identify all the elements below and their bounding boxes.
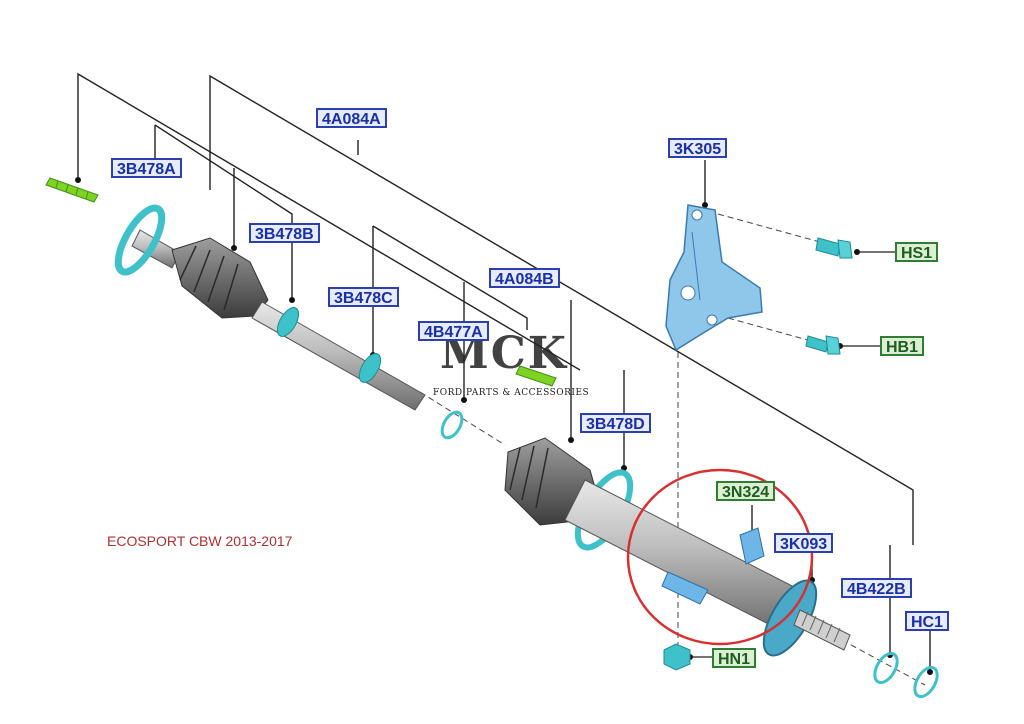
label-3B478A[interactable]: 3B478A [111, 158, 182, 178]
model-caption: ECOSPORT CBW 2013-2017 [107, 533, 293, 549]
label-3K093[interactable]: 3K093 [774, 533, 834, 553]
outer-cv-joint [114, 204, 269, 319]
leader-lines [77, 72, 931, 672]
label-4B422B[interactable]: 4B422B [841, 578, 912, 598]
leader-ticks [690, 251, 895, 658]
label-HN1[interactable]: HN1 [712, 648, 757, 668]
label-3K305[interactable]: 3K305 [668, 138, 728, 158]
snap-ring-4B422B [873, 651, 899, 685]
label-HB1[interactable]: HB1 [880, 336, 925, 356]
label-3B478D[interactable]: 3B478D [580, 413, 651, 433]
green-clip-middle-icon [515, 365, 557, 387]
label-4B477A[interactable]: 4B477A [418, 321, 489, 341]
label-3B478B[interactable]: 3B478B [249, 223, 320, 243]
label-3N324[interactable]: 3N324 [716, 481, 776, 501]
bolt-HS1 [815, 237, 853, 259]
green-clip-icon [45, 177, 99, 203]
label-4A084A[interactable]: 4A084A [316, 108, 387, 128]
support-bracket-3K305 [665, 204, 763, 352]
label-3B478C[interactable]: 3B478C [328, 287, 399, 307]
hex-nut-HN1 [663, 643, 691, 671]
left-half-shaft [251, 301, 426, 411]
label-HC1[interactable]: HC1 [905, 611, 950, 631]
snap-ring-left [440, 410, 464, 440]
bearing-clip-lower [661, 571, 709, 605]
label-HS1[interactable]: HS1 [895, 242, 939, 262]
highlight-circle [626, 468, 814, 646]
bolt-HB1 [805, 335, 841, 355]
snap-ring-HC1 [913, 665, 939, 699]
label-4A084B[interactable]: 4A084B [489, 268, 560, 288]
logo-subtitle: FORD PARTS & ACCESSORIES [433, 388, 590, 398]
right-half-shaft [564, 479, 851, 657]
bearing-clip-3N324 [739, 527, 765, 565]
